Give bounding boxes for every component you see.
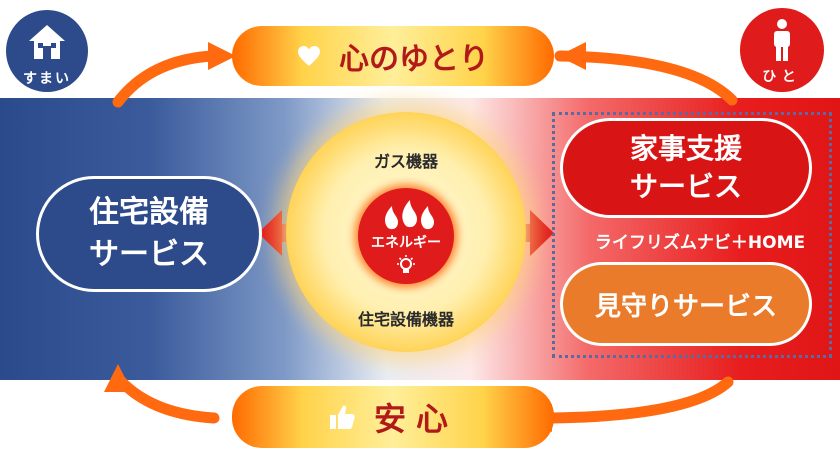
arc-top-left: [112, 50, 218, 108]
house-icon: [29, 25, 65, 59]
lifestyle-services-group: [552, 112, 832, 358]
arc-bottom-left: [112, 372, 220, 424]
watch-service-pill: 見守りサービス: [560, 262, 812, 346]
reassurance-pill: 安心: [232, 386, 554, 448]
peace-of-mind-pill: 心のゆとり: [232, 26, 554, 86]
thumbs-up-icon: [328, 403, 356, 431]
watch-service-label: 見守りサービス: [594, 291, 777, 322]
lightbulb-icon: [397, 255, 415, 273]
brand-label: ライフリズムナビ＋HOME: [594, 233, 806, 253]
heart-icon: [297, 45, 321, 67]
peace-of-mind-label: 心のゆとり: [339, 42, 489, 77]
arrowhead-bottom-left: [104, 364, 132, 392]
housework-line1: 家事支援: [629, 132, 742, 165]
left-arrowhead: [258, 210, 282, 256]
housing-equipment-label: 住宅設備機器: [357, 310, 454, 329]
housework-line2: サービス: [629, 170, 742, 203]
person-icon: [774, 19, 790, 61]
house-badge-label: すまい: [23, 71, 71, 87]
housing-equipment-service-pill: 住宅設備 サービス: [36, 176, 262, 292]
housework-support-pill: 家事支援 サービス: [560, 118, 812, 218]
energy-label: エネルギー: [371, 235, 441, 251]
arc-bottom-right: [546, 376, 734, 424]
arrowhead-top-left: [208, 42, 236, 70]
flame-icon: [385, 200, 434, 230]
arrowhead-top-right: [558, 42, 586, 70]
arc-top-right: [554, 50, 738, 106]
house-badge: すまい: [6, 10, 88, 92]
gas-appliances-label: ガス機器: [373, 152, 438, 171]
person-badge-label: ひと: [762, 69, 802, 85]
housing-service-line2: サービス: [89, 237, 209, 272]
reassurance-label: 安心: [373, 400, 458, 438]
housing-service-line1: 住宅設備: [89, 195, 209, 230]
right-arrowhead: [530, 210, 554, 256]
person-badge: ひと: [740, 8, 824, 92]
